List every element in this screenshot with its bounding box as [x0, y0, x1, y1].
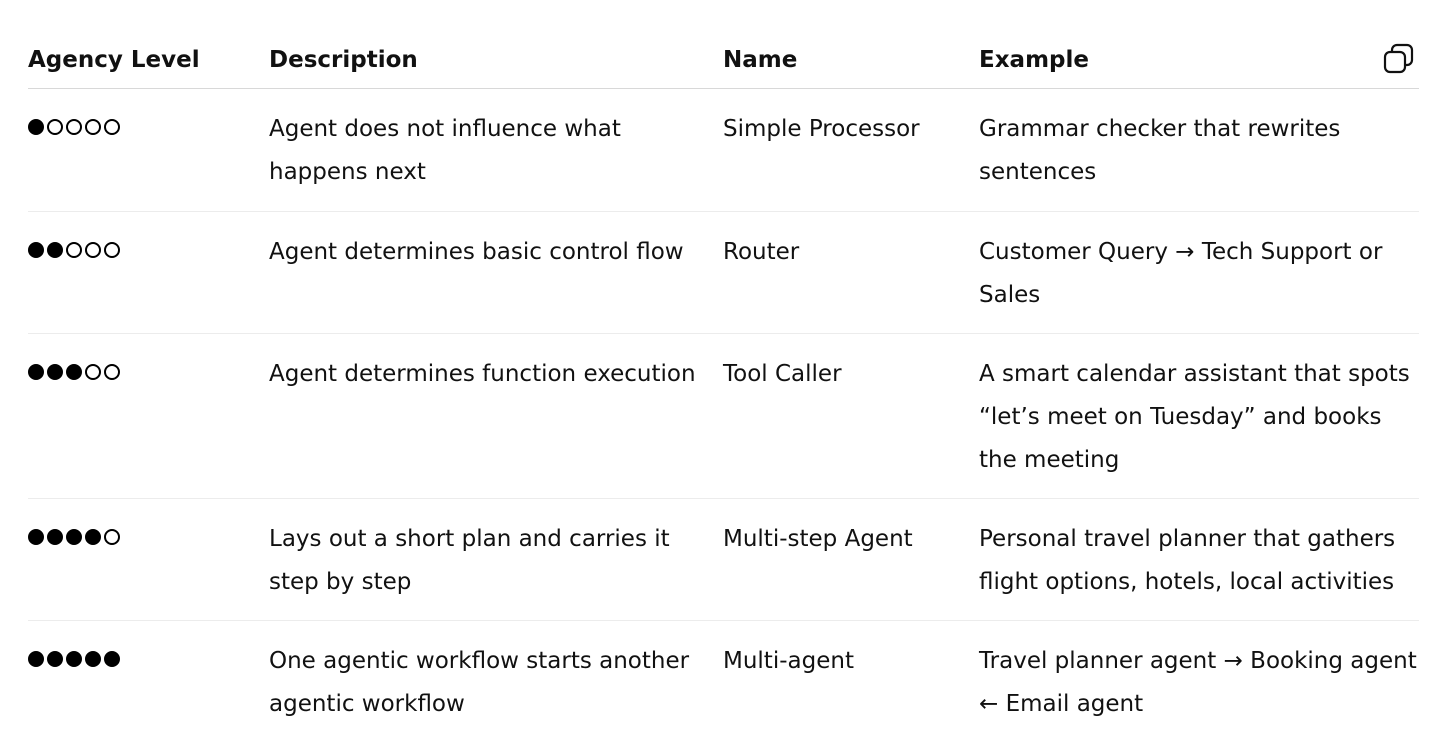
header-description: Description	[269, 47, 418, 73]
agency-level-indicator	[28, 108, 269, 135]
example-cell: A smart calendar assistant that spots “l…	[979, 361, 1410, 473]
filled-dot-icon	[47, 242, 63, 258]
filled-dot-icon	[28, 242, 44, 258]
filled-dot-icon	[28, 119, 44, 135]
name-cell: Router	[723, 239, 800, 265]
filled-dot-icon	[47, 364, 63, 380]
table-row: One agentic workflow starts another agen…	[28, 621, 1419, 741]
filled-dot-icon	[85, 651, 101, 667]
description-cell: Lays out a short plan and carries it ste…	[269, 526, 670, 595]
description-cell: Agent does not influence what happens ne…	[269, 116, 621, 185]
empty-dot-icon	[104, 119, 120, 135]
filled-dot-icon	[28, 364, 44, 380]
header-agency-level: Agency Level	[28, 47, 200, 73]
filled-dot-icon	[47, 651, 63, 667]
example-cell: Travel planner agent → Booking agent ← E…	[979, 648, 1417, 717]
header-name: Name	[723, 47, 798, 73]
table-header-row: Agency Level Description Name Example	[28, 32, 1419, 89]
copy-icon[interactable]	[1382, 42, 1416, 76]
table-row: Agent determines function execution Tool…	[28, 334, 1419, 499]
table-row: Agent does not influence what happens ne…	[28, 89, 1419, 212]
filled-dot-icon	[28, 529, 44, 545]
filled-dot-icon	[28, 651, 44, 667]
agency-level-indicator	[28, 518, 269, 545]
empty-dot-icon	[104, 529, 120, 545]
header-example: Example	[979, 47, 1089, 73]
description-cell: Agent determines function execution	[269, 361, 696, 387]
empty-dot-icon	[85, 242, 101, 258]
empty-dot-icon	[85, 119, 101, 135]
empty-dot-icon	[47, 119, 63, 135]
description-cell: Agent determines basic control flow	[269, 239, 684, 265]
example-cell: Customer Query → Tech Support or Sales	[979, 239, 1383, 308]
filled-dot-icon	[66, 651, 82, 667]
filled-dot-icon	[66, 364, 82, 380]
filled-dot-icon	[85, 529, 101, 545]
example-cell: Grammar checker that rewrites sentences	[979, 116, 1341, 185]
description-cell: One agentic workflow starts another agen…	[269, 648, 690, 717]
filled-dot-icon	[104, 651, 120, 667]
filled-dot-icon	[66, 529, 82, 545]
name-cell: Multi-step Agent	[723, 526, 913, 552]
empty-dot-icon	[104, 242, 120, 258]
empty-dot-icon	[66, 119, 82, 135]
name-cell: Multi-agent	[723, 648, 854, 674]
table-row: Agent determines basic control flow Rout…	[28, 212, 1419, 334]
name-cell: Simple Processor	[723, 116, 920, 142]
agency-level-indicator	[28, 353, 269, 380]
filled-dot-icon	[47, 529, 63, 545]
empty-dot-icon	[85, 364, 101, 380]
agency-level-indicator	[28, 231, 269, 258]
empty-dot-icon	[104, 364, 120, 380]
table-row: Lays out a short plan and carries it ste…	[28, 499, 1419, 621]
name-cell: Tool Caller	[723, 361, 842, 387]
agency-level-indicator	[28, 640, 269, 667]
empty-dot-icon	[66, 242, 82, 258]
agency-levels-table: Agency Level Description Name Example Ag…	[28, 32, 1419, 741]
example-cell: Personal travel planner that gathers fli…	[979, 526, 1396, 595]
